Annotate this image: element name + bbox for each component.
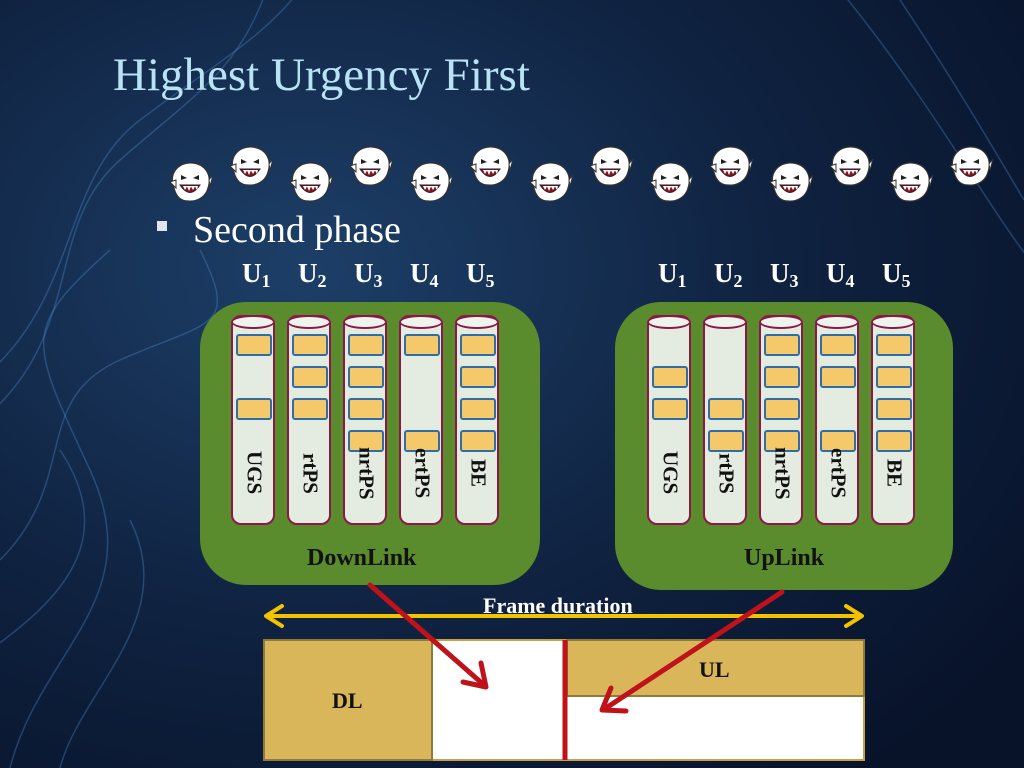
- queue-cap: [455, 315, 499, 329]
- queue-label: rtPS: [298, 452, 323, 494]
- queued-packet: [292, 366, 328, 388]
- downlink-user-label: U2: [298, 258, 327, 291]
- queued-packet: [348, 366, 384, 388]
- bullet-icon: [157, 221, 167, 231]
- queued-packet: [404, 334, 440, 356]
- queued-packet: [764, 366, 800, 388]
- uplink-user-label: U4: [826, 258, 855, 291]
- queued-packet: [820, 366, 856, 388]
- uplink-label: UpLink: [744, 545, 825, 571]
- uplink-user-label: U1: [658, 258, 687, 291]
- queued-packet: [404, 430, 440, 452]
- ul-subframe-box: [566, 639, 865, 697]
- uplink-queue-rtps: rtPS: [703, 315, 747, 525]
- queued-packet: [348, 398, 384, 420]
- downlink-user-label: U3: [354, 258, 383, 291]
- queue-cap: [647, 315, 691, 329]
- downlink-label: DownLink: [307, 545, 417, 571]
- uplink-to-frame-arrow: [599, 589, 785, 714]
- downlink-user-label: U5: [466, 258, 495, 291]
- queue-cap: [815, 315, 859, 329]
- queue-cap: [703, 315, 747, 329]
- ghost-icon: [646, 158, 694, 206]
- slide-title: Highest Urgency First: [113, 49, 530, 101]
- uplink-queue-ugs: UGS: [647, 315, 691, 525]
- downlink-queue-ugs: UGS: [231, 315, 275, 525]
- queued-packet: [652, 366, 688, 388]
- queued-packet: [460, 398, 496, 420]
- queue-label: ertPS: [410, 447, 435, 499]
- queued-packet: [820, 430, 856, 452]
- downlink-queue-nrtps: nrtPS: [343, 315, 387, 525]
- queue-label: ertPS: [826, 447, 851, 499]
- queued-packet: [764, 398, 800, 420]
- queue-cap: [343, 315, 387, 329]
- queue-label: nrtPS: [770, 446, 795, 500]
- queued-packet: [292, 334, 328, 356]
- queued-packet: [236, 398, 272, 420]
- queue-cap: [759, 315, 803, 329]
- queue-label: UGS: [658, 451, 683, 495]
- queued-packet: [460, 430, 496, 452]
- downlink-queue-be: BE: [455, 315, 499, 525]
- queued-packet: [876, 398, 912, 420]
- queued-packet: [876, 366, 912, 388]
- queue-cap: [399, 315, 443, 329]
- ghost-icon: [586, 142, 634, 190]
- uplink-queue-be: BE: [871, 315, 915, 525]
- queue-label: rtPS: [714, 452, 739, 494]
- queued-packet: [348, 334, 384, 356]
- queued-packet: [292, 398, 328, 420]
- ghost-icon: [166, 158, 214, 206]
- ul-label: UL: [699, 657, 730, 682]
- queued-packet: [708, 398, 744, 420]
- queue-label: BE: [466, 458, 491, 487]
- queued-packet: [708, 430, 744, 452]
- queued-packet: [764, 334, 800, 356]
- ghost-icon: [886, 158, 934, 206]
- ghost-icon: [346, 142, 394, 190]
- queued-packet: [460, 334, 496, 356]
- queued-packet: [236, 334, 272, 356]
- ghost-icon: [286, 158, 334, 206]
- queue-cap: [871, 315, 915, 329]
- queue-cap: [231, 315, 275, 329]
- queued-packet: [348, 430, 384, 452]
- ghost-icon: [826, 142, 874, 190]
- queue-label: UGS: [242, 451, 267, 495]
- queued-packet: [652, 398, 688, 420]
- downlink-user-label: U4: [410, 258, 439, 291]
- frame-duration-arrow: [264, 604, 864, 628]
- uplink-queue-ertps: ertPS: [815, 315, 859, 525]
- downlink-user-label: U1: [242, 258, 271, 291]
- queued-packet: [876, 430, 912, 452]
- queue-cap: [287, 315, 331, 329]
- downlink-to-frame-arrow: [367, 582, 489, 690]
- dl-subframe-box: [263, 639, 433, 761]
- downlink-queue-ertps: ertPS: [399, 315, 443, 525]
- ghost-icon: [766, 158, 814, 206]
- queued-packet: [876, 334, 912, 356]
- queue-label: BE: [882, 458, 907, 487]
- ghost-icon: [226, 142, 274, 190]
- queue-label: nrtPS: [354, 446, 379, 500]
- uplink-user-label: U2: [714, 258, 743, 291]
- uplink-user-label: U3: [770, 258, 799, 291]
- ghost-icon: [406, 158, 454, 206]
- ghost-icon: [526, 158, 574, 206]
- queued-packet: [764, 430, 800, 452]
- downlink-queue-rtps: rtPS: [287, 315, 331, 525]
- queued-packet: [460, 366, 496, 388]
- frame-duration-label: Frame duration: [483, 593, 633, 618]
- uplink-user-label: U5: [882, 258, 911, 291]
- queued-packet: [820, 334, 856, 356]
- ghost-icon: [706, 142, 754, 190]
- uplink-queue-nrtps: nrtPS: [759, 315, 803, 525]
- ghost-icon: [946, 142, 994, 190]
- dl-label: DL: [332, 688, 363, 713]
- ghost-icon: [466, 142, 514, 190]
- bullet-text: Second phase: [193, 209, 401, 251]
